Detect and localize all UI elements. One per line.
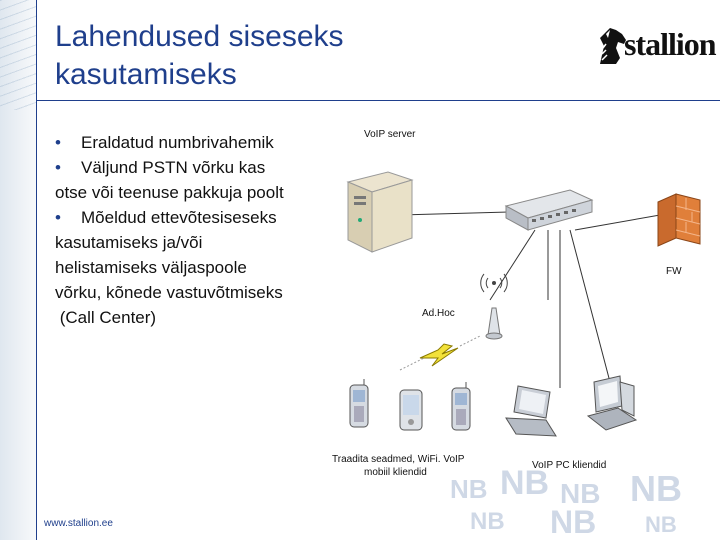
firewall-label: FW	[666, 266, 682, 277]
bullet-text-continued: võrku, kõnede vastuvõtmiseks	[55, 280, 330, 305]
left-accent-bar	[0, 0, 36, 540]
pda-device-icon	[400, 390, 422, 430]
watermark-text: NB	[645, 512, 677, 538]
vertical-rule	[36, 0, 37, 540]
logo-text: stallion	[624, 26, 716, 63]
watermark-text: NB	[470, 508, 505, 536]
diagram-svg	[320, 120, 720, 480]
bullet-text: Mõeldud ettevõtesiseseks	[81, 208, 277, 227]
accent-lines	[0, 0, 36, 110]
footer-url[interactable]: www.stallion.ee	[44, 518, 113, 529]
bullet-text: Väljund PSTN võrku kas	[81, 158, 265, 177]
wireless-link-icon	[400, 336, 480, 370]
bullet-text-continued: helistamiseks väljaspoole	[55, 255, 330, 280]
adhoc-label: Ad.Hoc	[422, 308, 455, 319]
voip-server-label: VoIP server	[364, 129, 416, 140]
header-rule	[36, 100, 720, 101]
network-switch-icon	[506, 190, 592, 230]
mobile-phone-icon	[452, 382, 470, 430]
bullet-text-continued: kasutamiseks ja/või	[55, 230, 330, 255]
network-diagram: VoIP server FW Ad.Hoc Traadita seadmed, …	[320, 120, 720, 480]
bullet-list: •Eraldatud numbrivahemik •Väljund PSTN v…	[55, 130, 330, 330]
bullet-item-1: •Eraldatud numbrivahemik	[55, 130, 330, 155]
title-line-2: kasutamiseks	[55, 56, 475, 94]
wifi-access-point-icon	[481, 274, 508, 339]
title-line-1: Lahendused siseseks	[55, 18, 475, 56]
stallion-logo: stallion	[594, 24, 706, 68]
bullet-item-3: •Mõeldud ettevõtesiseseks	[55, 205, 330, 230]
bullet-text-continued: otse või teenuse pakkuja poolt	[55, 180, 330, 205]
laptop-icon	[506, 386, 556, 436]
slide-title: Lahendused siseseks kasutamiseks	[55, 18, 475, 94]
voip-pc-clients-label: VoIP PC kliendid	[532, 460, 606, 471]
firewall-icon	[658, 194, 700, 246]
desktop-pc-icon	[588, 376, 636, 430]
wireless-clients-label-line-1: Traadita seadmed, WiFi. VoIP	[332, 454, 464, 465]
bullet-item-2: •Väljund PSTN võrku kas	[55, 155, 330, 180]
watermark-text: NB	[550, 504, 596, 540]
bullet-dot: •	[55, 130, 81, 155]
bullet-text: Eraldatud numbrivahemik	[81, 133, 274, 152]
bullet-dot: •	[55, 205, 81, 230]
bullet-text-continued: (Call Center)	[55, 305, 330, 330]
wireless-clients-label-line-2: mobiil kliendid	[364, 467, 427, 478]
bullet-dot: •	[55, 155, 81, 180]
voip-server-icon	[348, 172, 412, 252]
mobile-phone-icon	[350, 379, 368, 427]
